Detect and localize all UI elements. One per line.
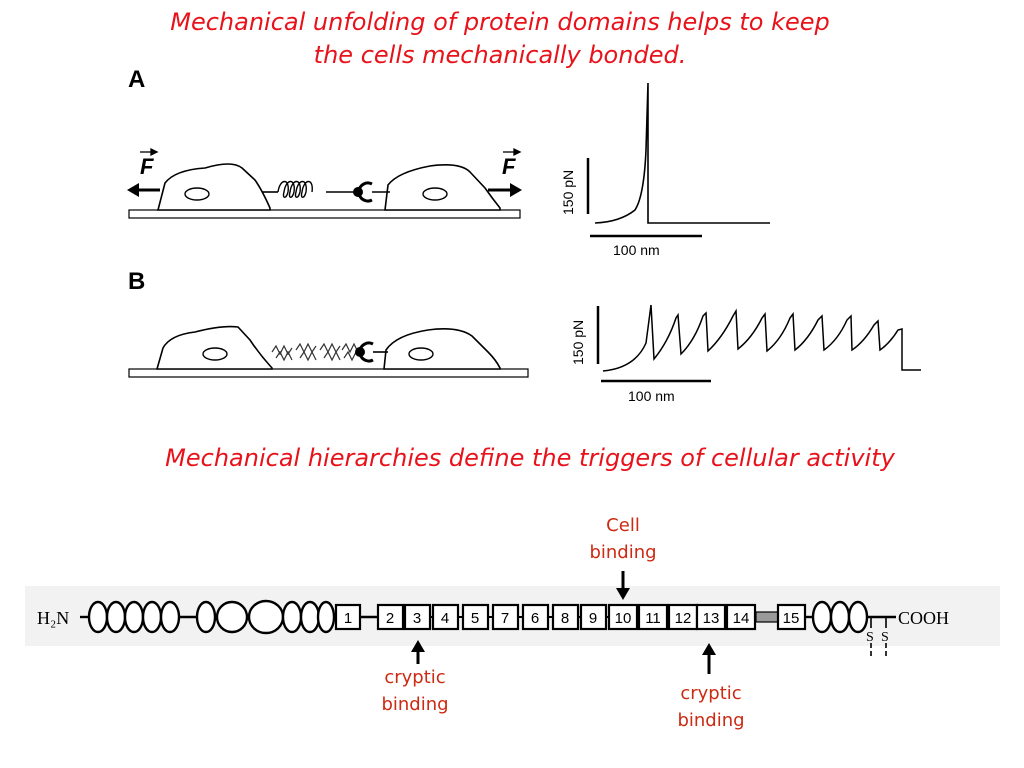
module-number: 11	[645, 610, 661, 627]
module-number: 1	[344, 610, 352, 627]
sawtooth-curve-b	[602, 304, 921, 372]
scale-distance-label-a: 100 nm	[613, 242, 660, 258]
panel-b-cells	[128, 325, 529, 378]
panel-a-cells	[127, 163, 522, 219]
scale-force-label-b: 150 pN	[570, 319, 586, 365]
cryptic-binding-right-label: cryptic binding	[677, 683, 745, 731]
title-line-2: the cells mechanically bonded.	[313, 41, 687, 69]
cryptic-binding-left-label: cryptic binding	[381, 667, 449, 715]
module-number: 5	[471, 610, 479, 627]
substrate-a	[128, 209, 521, 219]
cell-binding-arrow-icon	[616, 588, 630, 600]
module-number: 6	[531, 610, 539, 627]
scale-force-label-a: 150 pN	[560, 169, 576, 215]
module-number: 15	[783, 610, 800, 627]
nucleus-left-b	[202, 347, 228, 361]
module-number: 14	[733, 610, 750, 627]
module-box-7	[491, 603, 520, 631]
force-arrowhead-right	[510, 183, 522, 197]
force-symbol-right: F	[502, 154, 516, 179]
n-terminus-label: H₂N	[37, 608, 69, 628]
module-number: 10	[615, 610, 632, 627]
fibronectin-chain	[80, 599, 896, 657]
receptor-b	[358, 341, 374, 363]
panel-b-label: B	[128, 268, 146, 295]
module-number: 7	[501, 610, 509, 627]
module-box-15	[776, 603, 807, 631]
slide-title-top: Mechanical unfolding of protein domains …	[0, 6, 1000, 72]
module-number: 12	[675, 610, 692, 627]
panel-a-trace	[586, 82, 770, 238]
disulfide-right-label: S	[881, 630, 889, 645]
module-box-9	[579, 603, 608, 631]
module-number: 2	[386, 610, 394, 627]
module-number: 8	[561, 610, 569, 627]
module-box-1	[334, 603, 362, 631]
cell-left-a	[156, 163, 271, 211]
cell-right-b	[383, 328, 501, 370]
cryptic-left-arrow-icon	[411, 640, 425, 652]
c-terminus-label: COOH	[898, 608, 949, 628]
panel-b-trace	[596, 304, 921, 383]
module-box-5	[461, 603, 490, 631]
cell-right-a	[384, 164, 501, 211]
substrate-b	[128, 368, 529, 378]
nucleus-right-b	[408, 347, 434, 361]
module-number: 4	[441, 610, 449, 627]
cryptic-right-arrow-icon	[702, 643, 716, 655]
unfolded-protein	[271, 342, 362, 362]
cell-binding-label: Cell binding	[589, 515, 657, 563]
nucleus-left-a	[184, 187, 210, 201]
module-box-2	[376, 603, 405, 631]
nucleus-right-a	[422, 187, 448, 201]
force-symbol-left: F	[140, 154, 154, 179]
force-curve-a	[594, 82, 770, 224]
module-number: 3	[413, 610, 421, 627]
module-number: 13	[703, 610, 720, 627]
force-arrowhead-left	[127, 183, 139, 197]
title-line-1: Mechanical unfolding of protein domains …	[170, 8, 830, 36]
receptor-a	[357, 181, 373, 203]
module-number: 9	[589, 610, 597, 627]
disulfide-left-label: S	[866, 630, 874, 645]
scale-distance-label-b: 100 nm	[628, 388, 675, 404]
panel-a-label: A	[128, 66, 146, 93]
spring-protein	[277, 180, 313, 198]
slide-title-middle: Mechanical hierarchies define the trigge…	[165, 444, 895, 472]
binding-arrows	[411, 571, 716, 674]
fibronectin-modules: 1 2 3 4 5 7 6 8 9 10 11 12 13 14 15	[334, 603, 807, 631]
